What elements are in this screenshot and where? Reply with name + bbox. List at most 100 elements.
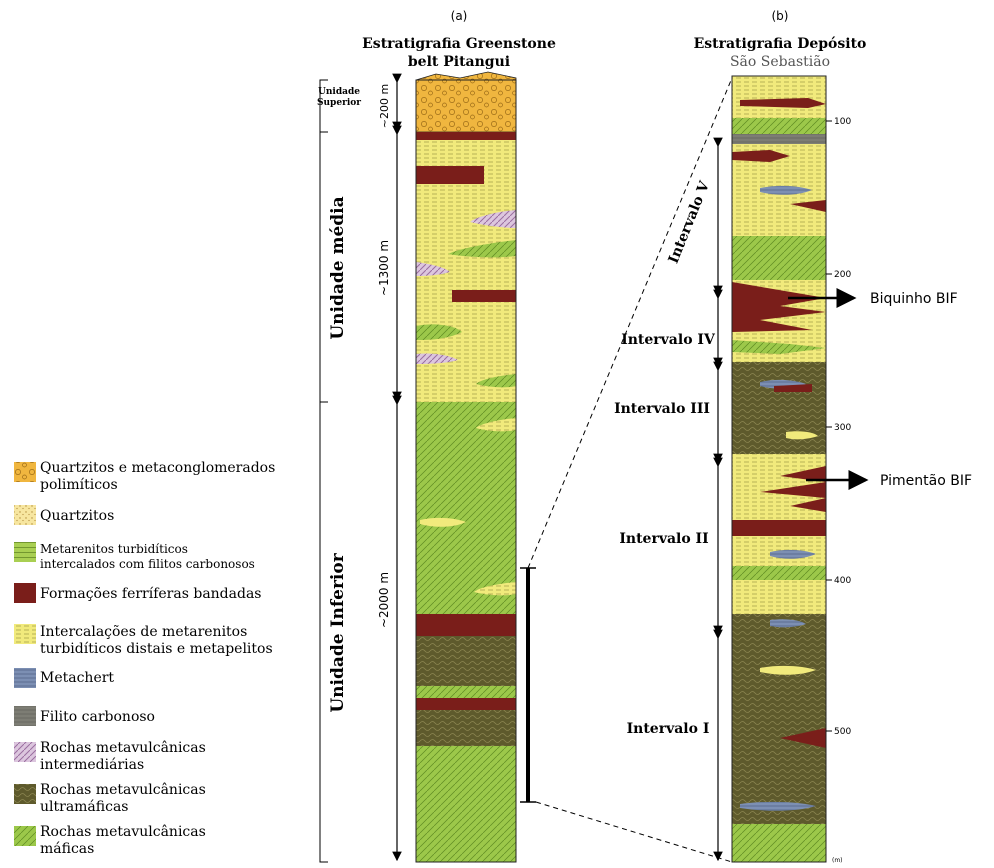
column-b-title-line1: Estratigrafia Depósito xyxy=(694,36,867,52)
depth-tick-label: 300 xyxy=(834,423,851,433)
legend-label-line1: Rochas metavulcânicas xyxy=(40,824,206,840)
stratum-ultramafic xyxy=(416,636,516,686)
lens-mafic xyxy=(448,240,516,258)
thickness-inferior-halo: ~2000 m xyxy=(377,572,391,628)
stratum-ultramafic xyxy=(732,614,826,824)
stratum-mafic xyxy=(732,824,826,862)
stratum-bif-biquinho xyxy=(732,282,826,332)
stratum-mafic xyxy=(416,746,516,862)
unit-inferior-label: Unidade Inferior xyxy=(328,552,348,712)
lens-intermediate xyxy=(416,353,458,364)
interval-iv-label: Intervalo IV xyxy=(621,332,716,348)
depth-tick-label: 100 xyxy=(834,117,851,127)
legend-item-mafic: Rochas metavulcânicas máficas xyxy=(14,824,206,857)
column-a-title-line2: belt Pitangui xyxy=(408,54,510,70)
legend-label-line2: polimíticos xyxy=(40,477,118,493)
bracket-unidade-media xyxy=(319,131,328,403)
lens-bif xyxy=(452,290,516,302)
stratum-ultramafic xyxy=(732,362,826,454)
stratum-bif xyxy=(416,132,516,140)
lens-bif xyxy=(774,384,812,392)
interval-ii-label: Intervalo II xyxy=(619,531,708,547)
interval-v-label: Intervalo V xyxy=(666,178,714,266)
column-b-outline xyxy=(731,75,827,863)
column-b-strata xyxy=(731,75,827,863)
legend-label-line1: Rochas metavulcânicas xyxy=(40,782,206,798)
pimentao-bif-label: Pimentão BIF xyxy=(880,473,972,489)
legend-label-line2: ultramáficas xyxy=(40,799,129,815)
legend-label-line1: Rochas metavulcânicas xyxy=(40,740,206,756)
legend-label-line1: Quartzitos e metaconglomerados xyxy=(40,460,275,476)
thickness-superior: ~200 m xyxy=(378,84,391,128)
unit-brackets xyxy=(319,79,328,863)
lens-distal xyxy=(786,431,818,440)
legend-label-line1: Metarenitos turbidíticos xyxy=(40,542,188,556)
lens-bif xyxy=(732,150,790,162)
depth-unit: (m) xyxy=(832,857,843,864)
correlation-line-top xyxy=(527,77,733,569)
stratum-mafic xyxy=(732,566,826,580)
legend-swatch xyxy=(14,462,36,482)
legend-label-line2: intermediárias xyxy=(40,757,144,773)
legend-item-conglomerate: Quartzitos e metaconglomerados polimític… xyxy=(14,460,275,493)
legend-swatch xyxy=(14,826,36,846)
legend-swatch xyxy=(14,742,36,762)
legend-swatch xyxy=(14,784,36,804)
column-a: (a) Estratigrafia Greenstone belt Pitang… xyxy=(317,9,556,863)
lens-chert xyxy=(760,185,812,195)
depth-tick-label: 400 xyxy=(834,576,851,586)
legend-swatch xyxy=(14,668,36,688)
stratum-mafic xyxy=(732,118,826,134)
legend-item-phyllite: Filito carbonoso xyxy=(14,706,155,726)
stratum-mafic xyxy=(416,686,516,698)
stratum-phyllite xyxy=(732,134,826,144)
stratum-ultramafic xyxy=(416,710,516,746)
legend-item-ultramafic: Rochas metavulcânicas ultramáficas xyxy=(14,782,206,815)
thickness-media: ~1300 m xyxy=(377,240,391,296)
legend-swatch xyxy=(14,624,36,644)
depth-tick-label: 200 xyxy=(834,270,851,280)
column-b: (b) Estratigrafia Depósito São Sebastião xyxy=(614,9,972,864)
lens-chert xyxy=(770,619,806,628)
thickness-media-halo: ~1300 m xyxy=(377,240,391,296)
thickness-inferior: ~2000 m xyxy=(377,572,391,628)
legend-item-intermediate: Rochas metavulcânicas intermediárias xyxy=(14,740,206,773)
legend-swatch xyxy=(14,505,36,525)
legend-item-chert: Metachert xyxy=(14,668,114,688)
lens-mafic xyxy=(416,324,462,340)
lens-bif xyxy=(780,728,826,748)
lens-distal xyxy=(420,517,466,527)
legend-label-line1: Filito carbonoso xyxy=(40,709,155,725)
correlation-line-bottom xyxy=(535,801,733,863)
lens-chert xyxy=(770,549,816,559)
legend-label-line1: Intercalações de metarenitos xyxy=(40,624,247,640)
column-a-outline xyxy=(415,79,517,863)
legend-label-line1: Quartzitos xyxy=(40,508,114,524)
bracket-unidade-inferior xyxy=(319,401,328,863)
lens-chert xyxy=(740,801,816,811)
biquinho-bif-label: Biquinho BIF xyxy=(870,291,958,307)
legend-swatch xyxy=(14,583,36,603)
legend-item-quartzite: Quartzitos xyxy=(14,505,114,525)
legend-item-turbidite: Metarenitos turbidíticos intercalados co… xyxy=(14,542,255,571)
legend-swatch xyxy=(14,706,36,726)
depth-ticks xyxy=(826,120,832,732)
column-a-title-line1: Estratigrafia Greenstone xyxy=(362,36,556,52)
lens-distal xyxy=(474,582,516,596)
lens-distal xyxy=(760,665,816,675)
column-a-letter: (a) xyxy=(451,9,468,23)
stratum-bif xyxy=(732,520,826,536)
lens-mafic xyxy=(476,374,516,388)
stratum-bif-pimentao xyxy=(760,466,826,512)
lens-distal xyxy=(476,418,516,432)
legend-item-distal: Intercalações de metarenitos turbidítico… xyxy=(14,624,273,657)
legend-label-line1: Formações ferríferas bandadas xyxy=(40,586,261,602)
stratum-bif xyxy=(416,614,516,636)
stratum-bif xyxy=(416,698,516,710)
column-a-strata xyxy=(415,71,517,863)
unit-superior-label-line2: Superior xyxy=(317,98,361,108)
interval-iii-label: Intervalo III xyxy=(614,401,710,417)
lens-intermediate xyxy=(470,210,516,228)
legend-swatch xyxy=(14,542,36,562)
